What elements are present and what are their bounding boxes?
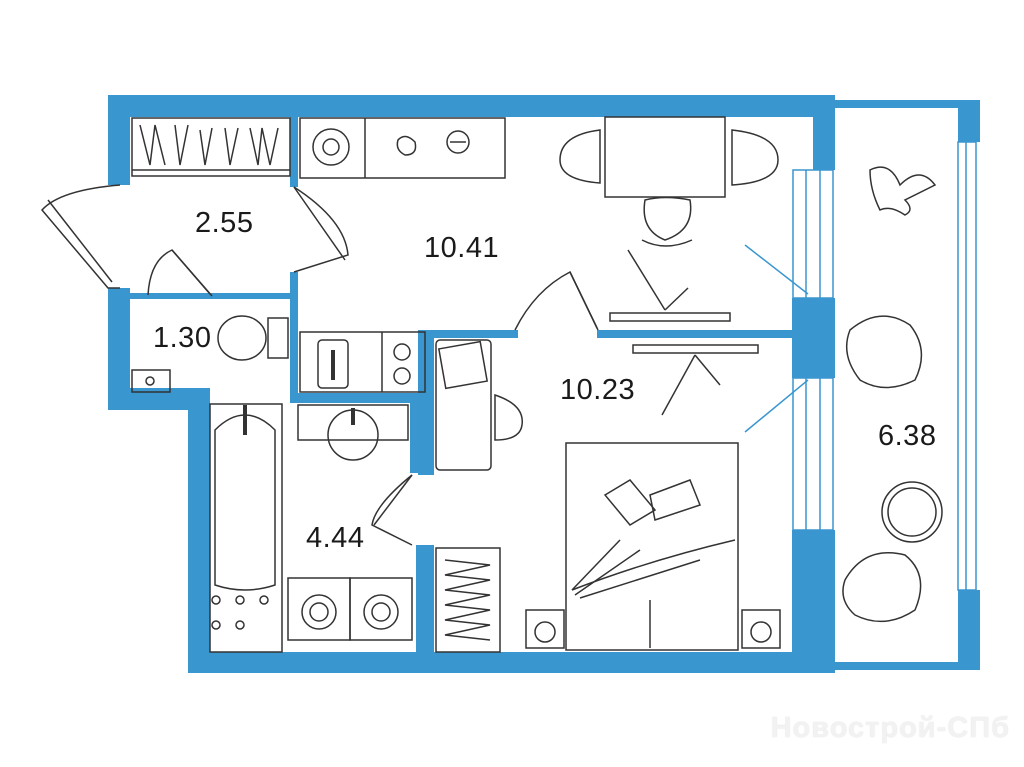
room-area-hallway: 2.55 xyxy=(195,207,254,239)
walls xyxy=(108,95,980,673)
balcony-furniture xyxy=(842,166,943,623)
kitchen-counter xyxy=(299,117,506,179)
windows xyxy=(744,141,977,591)
tv xyxy=(609,249,759,416)
room-area-toilet: 1.30 xyxy=(153,322,212,354)
toilet-fixtures xyxy=(131,315,289,393)
kitchen-sink-stove xyxy=(299,331,426,393)
room-area-balcony: 6.38 xyxy=(878,420,937,452)
room-area-bathroom: 4.44 xyxy=(306,522,365,554)
room-area-kitchen: 10.41 xyxy=(424,232,500,264)
room-area-bedroom: 10.23 xyxy=(560,374,636,406)
bed xyxy=(525,442,781,651)
bedroom-wardrobe xyxy=(435,547,501,653)
watermark: Новострой-СПб xyxy=(770,712,1010,744)
wardrobe-hall xyxy=(131,117,291,177)
bathroom-fixtures xyxy=(209,403,413,653)
doors xyxy=(41,184,599,546)
desk xyxy=(435,339,523,471)
dining-table xyxy=(559,116,779,247)
